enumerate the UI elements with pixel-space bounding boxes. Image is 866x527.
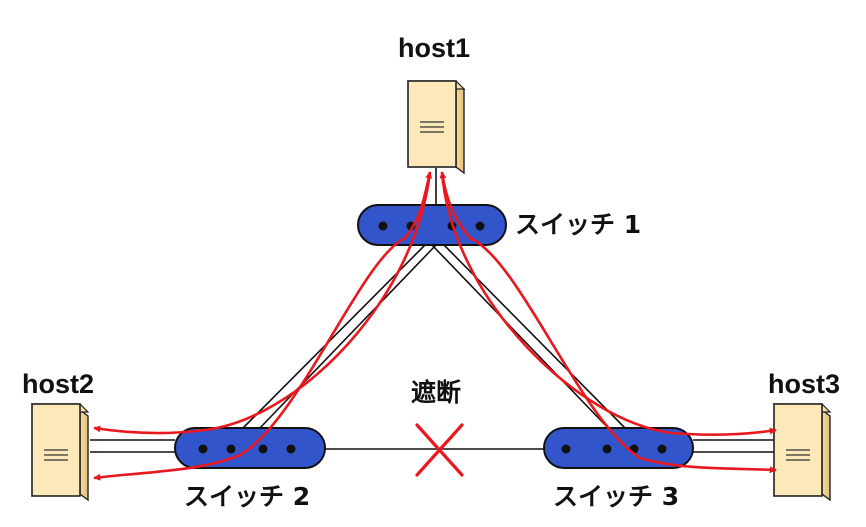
blocked-label: 遮断 <box>411 378 461 407</box>
flow-host1-to-host2 <box>93 171 432 435</box>
traffic-flows <box>93 171 777 481</box>
link-switch1-switch2-b <box>257 244 437 431</box>
switch3-icon[interactable] <box>543 427 694 469</box>
flow-switch1-to-host3 <box>469 236 777 474</box>
switch3-label: スイッチ 3 <box>553 482 679 511</box>
host3-label: host3 <box>768 369 840 399</box>
link-switch1-switch3-a <box>431 244 611 431</box>
flow-host1-to-host3 <box>440 171 777 436</box>
switch1-label: スイッチ 1 <box>515 210 641 239</box>
host1-icon[interactable] <box>406 80 466 175</box>
flow-switch1-to-host2 <box>93 236 406 481</box>
host2-icon[interactable] <box>30 403 90 502</box>
host2-label: host2 <box>22 369 94 399</box>
link-switch1-switch2-a <box>242 244 426 429</box>
host3-icon[interactable] <box>772 403 832 502</box>
switch2-label: スイッチ 2 <box>184 482 310 511</box>
blocked-x-mark <box>415 423 464 477</box>
link-switch1-switch3-b <box>443 244 626 429</box>
switch1-icon[interactable] <box>357 204 507 246</box>
host1-label: host1 <box>398 33 470 63</box>
